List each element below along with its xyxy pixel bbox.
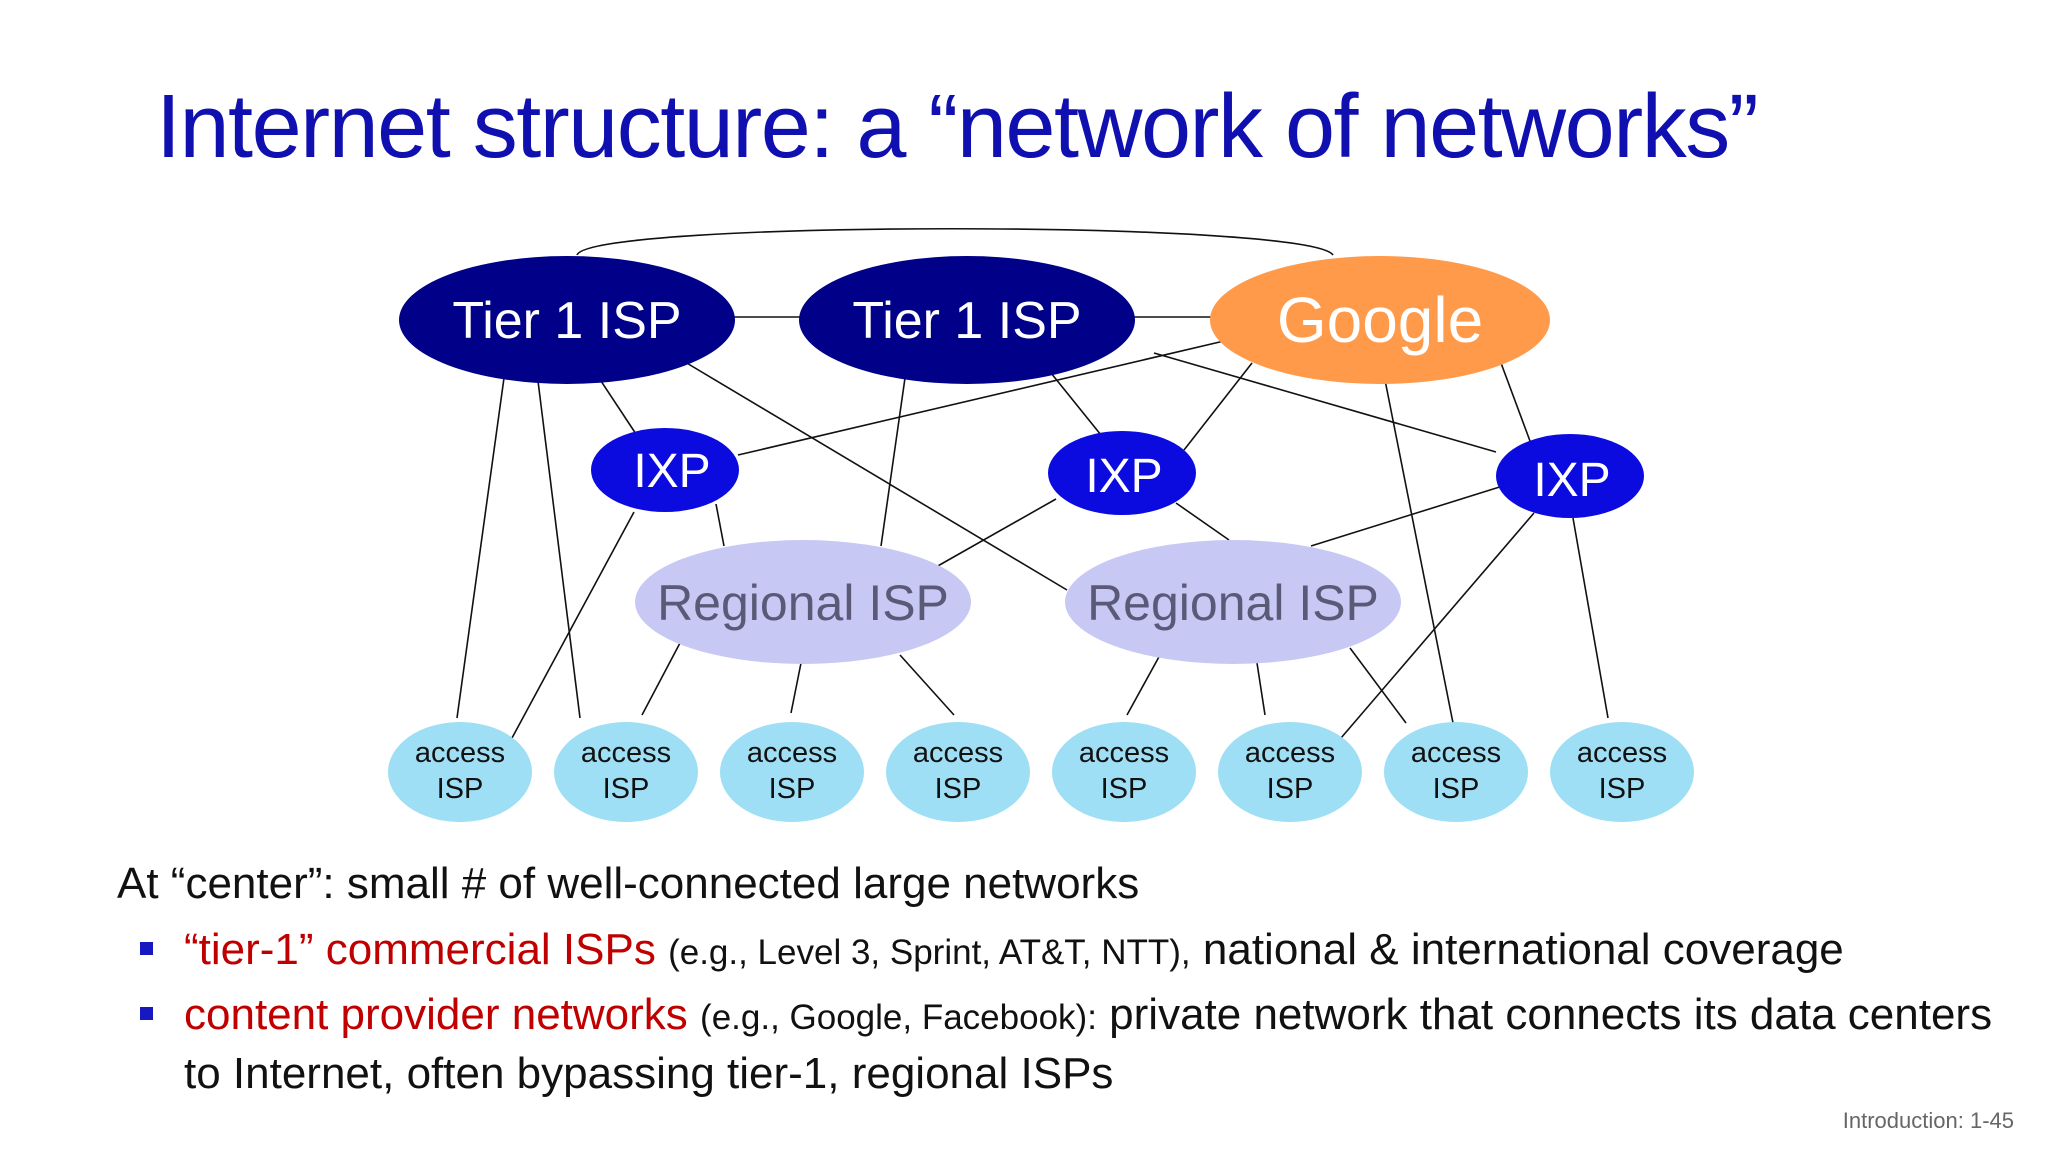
bullet-tier1-examples: (e.g., Level 3, Sprint, AT&T, NTT), [668,933,1191,972]
tier1-isp-label: Tier 1 ISP [452,292,681,350]
ixp-node-1: IXP [591,428,739,512]
access-label: access [1411,737,1501,769]
google-node: Google [1210,256,1550,384]
isp-label: ISP [437,773,484,805]
link-ixp3-regional2 [1310,484,1507,547]
ixp-node-3: IXP [1496,434,1644,518]
tier1-isp-label: Tier 1 ISP [852,292,1081,350]
bullet-tier1-highlight: “tier-1” commercial ISPs [184,925,656,974]
slide-title: Internet structure: a “network of networ… [156,77,1759,177]
link-regional2-access6 [1256,662,1266,716]
access-isp-node-6: access ISP [1218,722,1362,822]
link-tier1b-ixp2 [1050,372,1102,436]
access-label: access [415,737,505,769]
access-label: access [1245,737,1335,769]
ixp-node-2: IXP [1048,431,1196,515]
access-label: access [1079,737,1169,769]
access-isp-node-8: access ISP [1550,722,1694,822]
square-bullet-icon [140,1007,153,1020]
link-tier1b-regional1 [880,377,906,547]
link-ixp3-access8 [1572,517,1609,719]
regional-isp-node-2: Regional ISP [1065,540,1401,664]
lead-text: At “center”: small # of well-connected l… [117,859,1140,908]
link-tier1a-ixp1 [598,377,637,435]
bullet-content-highlight: content provider networks [184,990,688,1039]
link-google-access7 [1384,379,1454,724]
link-ixp3-access6 [1340,512,1535,739]
slide-footer: Introduction: 1-45 [1842,1108,2014,1133]
access-label: access [1577,737,1667,769]
bullet-content-provider: content provider networks (e.g., Google,… [117,987,2017,1102]
regional-isp-node-1: Regional ISP [635,540,971,664]
tier1-isp-node-b: Tier 1 ISP [799,256,1135,384]
square-bullet-icon [140,942,153,955]
access-isp-node-7: access ISP [1384,722,1528,822]
link-tier1b-ixp3 [1153,352,1497,453]
link-tier1a-google-arc [576,227,1334,256]
link-ixp1-regional1 [715,503,725,547]
bullet-tier1-rest: national & international coverage [1202,925,1844,974]
regional-isp-label: Regional ISP [657,575,949,631]
link-regional1-access4 [899,654,955,716]
bullet-content-examples: (e.g., Google, Facebook): [700,998,1097,1037]
isp-label: ISP [1267,773,1314,805]
link-ixp2-regional1 [935,498,1057,568]
isp-label: ISP [1599,773,1646,805]
access-label: access [747,737,837,769]
isp-label: ISP [1101,773,1148,805]
link-ixp2-google [1183,362,1253,451]
bullet-content-rest: private network that connects its data c… [184,990,1993,1098]
link-google-ixp3 [1500,362,1531,442]
bullet-tier1: “tier-1” commercial ISPs (e.g., Level 3,… [117,922,2017,981]
access-isp-node-3: access ISP [720,722,864,822]
link-ixp2-regional2 [1175,502,1230,541]
link-regional2-access5 [1126,654,1161,716]
access-isp-node-1: access ISP [388,722,532,822]
ixp-label: IXP [1533,454,1610,507]
access-isp-node-2: access ISP [554,722,698,822]
link-ixp1-access1 [511,511,635,739]
ixp-label: IXP [1085,450,1162,503]
link-regional2-access7 [1349,647,1407,724]
link-regional1-access3 [790,662,802,714]
access-label: access [913,737,1003,769]
isp-label: ISP [935,773,982,805]
links [456,227,1609,739]
tier1-isp-node-a: Tier 1 ISP [399,256,735,384]
link-tier1a-access1 [456,377,505,719]
google-label: Google [1277,284,1483,356]
isp-label: ISP [603,773,650,805]
link-tier1a-access2 [537,380,581,719]
ixp-label: IXP [633,445,710,498]
access-isp-node-4: access ISP [886,722,1030,822]
isp-label: ISP [1433,773,1480,805]
access-isp-node-5: access ISP [1052,722,1196,822]
isp-label: ISP [769,773,816,805]
bullet-section: At “center”: small # of well-connected l… [117,852,2017,1102]
link-tier1a-regional2 [684,361,1068,591]
regional-isp-label: Regional ISP [1087,575,1379,631]
link-regional1-access2 [641,642,681,716]
link-ixp1-google [737,340,1225,456]
access-label: access [581,737,671,769]
